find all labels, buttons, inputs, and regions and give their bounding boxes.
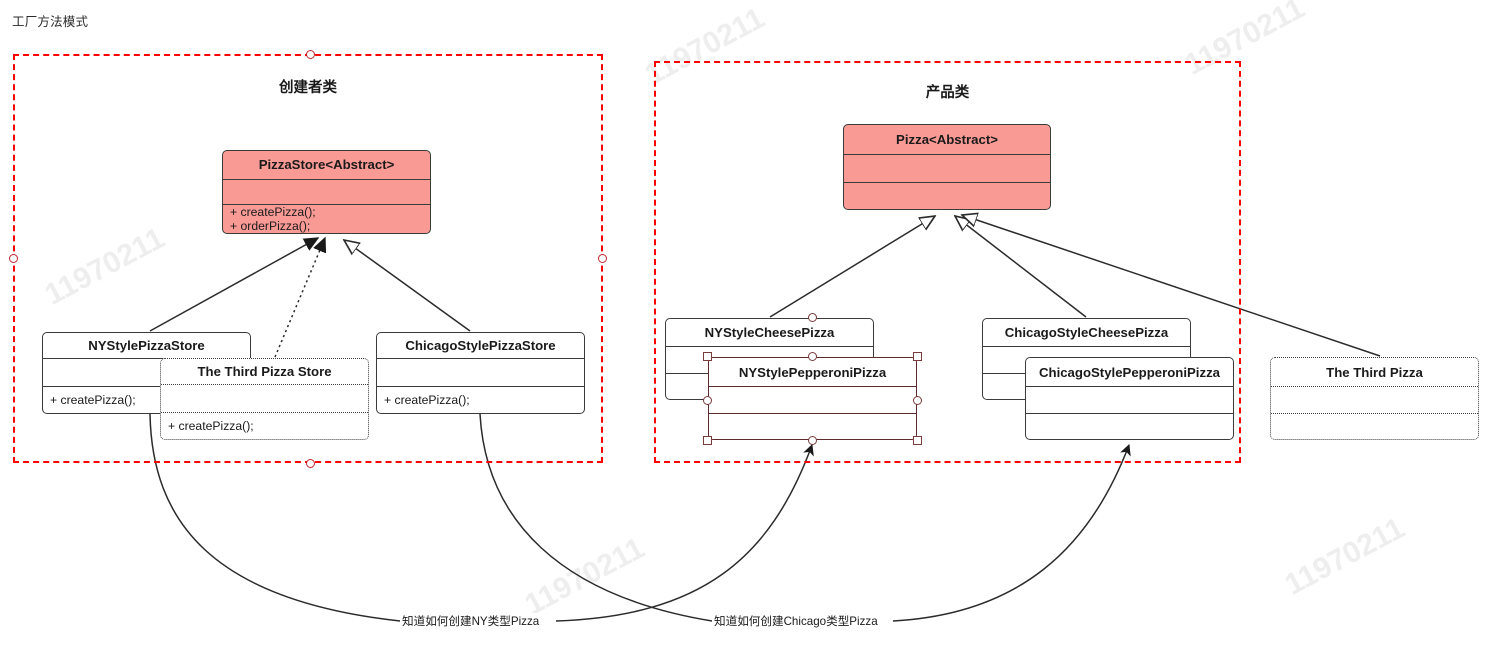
class-attributes-chicagostylepepperonipizza: [1026, 386, 1233, 412]
class-attributes-nystylepizzastore: [43, 358, 250, 385]
group-handle-left[interactable]: [9, 254, 18, 263]
class-operations-chicagostylepepperonipizza: [1026, 412, 1233, 439]
group-handle-bottom[interactable]: [306, 459, 315, 468]
group-product[interactable]: 产品类: [654, 61, 1241, 463]
class-attributes-thirdpizzastore: [161, 384, 368, 411]
class-title-nystylepizzastore: NYStylePizzaStore: [88, 338, 205, 354]
class-name-pizza: Pizza: [896, 132, 930, 148]
class-box-nystylepepperonipizza[interactable]: NYStylePepperoniPizza: [708, 357, 917, 440]
class-box-chicagostylepizzastore[interactable]: ChicagoStylePizzaStore + createPizza();: [376, 332, 585, 414]
class-box-pizza[interactable]: Pizza<Abstract>: [843, 124, 1051, 210]
class-operation: + createPizza();: [168, 418, 254, 433]
class-box-pizzastore[interactable]: PizzaStore<Abstract> + createPizza(); + …: [222, 150, 431, 234]
relation-creates-chicago-right: [892, 443, 1131, 622]
class-box-chicagostylepepperonipizza[interactable]: ChicagoStylePepperoniPizza: [1025, 357, 1234, 440]
class-title-chicagostylecheesepizza: ChicagoStyleCheesePizza: [1004, 325, 1169, 341]
class-operations-thirdpizza: [1271, 412, 1478, 439]
group-product-title: 产品类: [925, 85, 970, 101]
class-operations-pizzastore: + createPizza(); + orderPizza();: [223, 204, 430, 233]
group-creator-title: 创建者类: [279, 80, 337, 96]
class-attributes-pizzastore: [223, 178, 430, 204]
class-operation: + orderPizza();: [230, 219, 311, 233]
class-name-pizzastore: PizzaStore: [258, 157, 326, 173]
group-handle-right[interactable]: [598, 254, 607, 263]
class-stereotype-pizza: <Abstract>: [929, 132, 998, 148]
class-title-pizzastore: PizzaStore<Abstract>: [223, 151, 430, 179]
class-attributes-chicagostylepizzastore: [377, 358, 584, 385]
class-operation: + createPizza();: [230, 205, 316, 219]
class-title-pizza: Pizza<Abstract>: [844, 125, 1050, 154]
class-operation: + createPizza();: [384, 392, 470, 407]
class-attributes-chicagostylecheesepizza: [983, 346, 1190, 372]
class-title-nystylecheesepizza: NYStyleCheesePizza: [704, 325, 835, 341]
class-stereotype-pizzastore: <Abstract>: [325, 157, 395, 173]
class-operation: + createPizza();: [50, 392, 136, 407]
class-operations-chicagostylepizzastore: + createPizza();: [377, 385, 584, 413]
watermark: 11970211: [1279, 511, 1411, 602]
class-box-thirdpizzastore[interactable]: The Third Pizza Store + createPizza();: [160, 358, 369, 440]
group-handle-top[interactable]: [306, 50, 315, 59]
class-title-thirdpizza: The Third Pizza: [1326, 364, 1423, 380]
class-title-chicagostylepizzastore: ChicagoStylePizzaStore: [405, 338, 556, 354]
class-operations-nystylepizzastore: + createPizza();: [43, 385, 250, 413]
group-creator[interactable]: 创建者类: [9, 50, 607, 468]
class-attributes-nystylepepperonipizza: [709, 386, 916, 412]
class-operations-thirdpizzastore: + createPizza();: [161, 411, 368, 439]
class-operations-pizza: [844, 181, 1050, 209]
watermark: 11970211: [519, 531, 651, 622]
edge-label-ny-note: 知道如何创建NY类型Pizza: [400, 613, 542, 629]
class-box-thirdpizza[interactable]: The Third Pizza: [1270, 357, 1479, 440]
class-title-thirdpizzastore: The Third Pizza Store: [197, 364, 332, 380]
class-operations-nystylepepperonipizza: [709, 412, 916, 439]
class-title-nystylepepperonipizza: NYStylePepperoniPizza: [738, 364, 887, 380]
edge-label-chicago-note: 知道如何创建Chicago类型Pizza: [712, 613, 880, 629]
class-attributes-pizza: [844, 154, 1050, 181]
class-title-chicagostylepepperonipizza: ChicagoStylePepperoniPizza: [1038, 364, 1220, 380]
page-title: 工厂方法模式: [12, 15, 89, 29]
class-attributes-nystylecheesepizza: [666, 346, 873, 372]
relation-creates-ny-right: [555, 443, 814, 622]
class-attributes-thirdpizza: [1271, 386, 1478, 412]
